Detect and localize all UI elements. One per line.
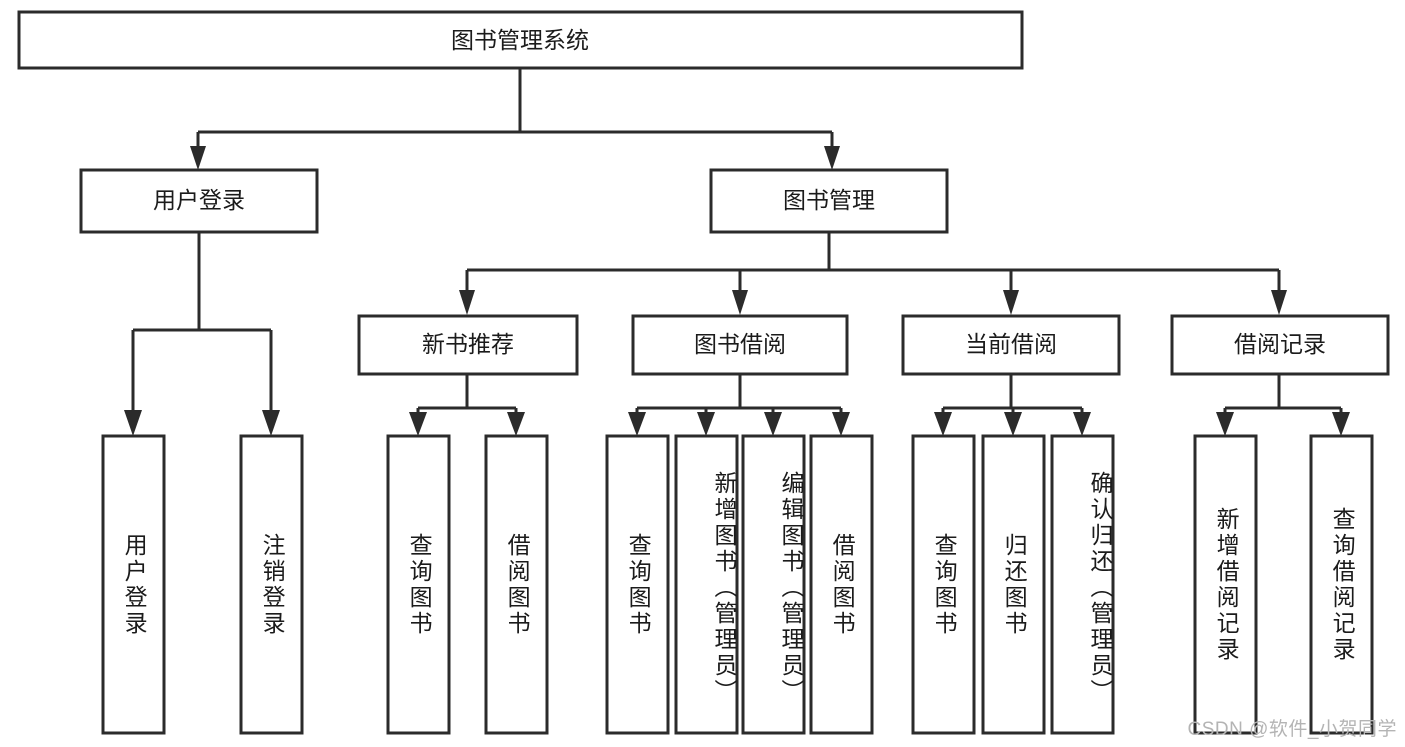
- connector-book-management: [465, 232, 1281, 292]
- node-root-box[interactable]: [17, 10, 1024, 70]
- arrow-head-icon: [934, 412, 952, 436]
- arrow-head-icon: [1271, 290, 1287, 315]
- node-borrow-record[interactable]: 借阅记录: [1170, 314, 1390, 376]
- connector-book-borrow: [635, 375, 843, 414]
- node-leaf-query-book-1-box[interactable]: [386, 434, 451, 735]
- node-leaf-add-book-box[interactable]: [674, 434, 739, 735]
- node-root[interactable]: 图书管理系统: [17, 10, 1024, 70]
- connector-root: [196, 68, 834, 148]
- node-leaf-confirm-return-box[interactable]: [1050, 434, 1115, 735]
- node-leaf-logout-login-box[interactable]: [239, 434, 304, 735]
- connector-current-borrow: [941, 375, 1084, 414]
- node-user-login-label: 用户登录: [153, 187, 245, 213]
- node-user-login-box[interactable]: [79, 168, 319, 234]
- node-borrow-record-label: 借阅记录: [1234, 331, 1326, 357]
- arrow-head-icon: [409, 412, 427, 436]
- arrow-head-icon: [1332, 412, 1350, 436]
- node-current-borrow[interactable]: 当前借阅: [901, 314, 1121, 376]
- node-leaf-query-book-3-box[interactable]: [911, 434, 976, 735]
- connector-user-login: [131, 232, 273, 412]
- arrow-head-icon: [1004, 412, 1022, 436]
- arrow-head-icon: [1003, 290, 1019, 315]
- arrow-head-icon: [628, 412, 646, 436]
- csdn-watermark: CSDN @软件_小贺同学: [1187, 719, 1397, 740]
- connectors-bookborrow-to-leaves: [628, 375, 850, 436]
- node-leaf-user-login-box[interactable]: [101, 434, 166, 735]
- node-book-borrow-box[interactable]: [631, 314, 849, 376]
- arrow-head-icon: [190, 146, 206, 170]
- connector-borrow-record: [1223, 375, 1343, 414]
- node-book-management[interactable]: 图书管理: [709, 168, 949, 234]
- arrow-head-icon: [507, 412, 525, 436]
- node-book-management-box[interactable]: [709, 168, 949, 234]
- arrow-head-icon: [832, 412, 850, 436]
- node-root-label: 图书管理系统: [451, 27, 589, 53]
- arrow-head-icon: [1073, 412, 1091, 436]
- arrow-head-icon: [459, 290, 475, 315]
- node-book-borrow[interactable]: 图书借阅: [631, 314, 849, 376]
- node-leaf-borrow-book-2-box[interactable]: [809, 434, 874, 735]
- node-user-login[interactable]: 用户登录: [79, 168, 319, 234]
- arrow-head-icon: [262, 410, 280, 436]
- connectors-borrowrecord-to-leaves: [1216, 375, 1350, 436]
- arrow-head-icon: [1216, 412, 1234, 436]
- connectors-userlogin-to-leaves: [124, 232, 280, 436]
- arrow-head-icon: [732, 290, 748, 315]
- connectors-root-to-level2: [190, 68, 840, 170]
- node-new-book-recommend-label: 新书推荐: [422, 331, 514, 357]
- node-leaf-edit-book-box[interactable]: [741, 434, 806, 735]
- node-book-borrow-label: 图书借阅: [694, 331, 786, 357]
- connectors-currentborrow-to-leaves: [934, 375, 1091, 436]
- node-book-management-label: 图书管理: [783, 187, 875, 213]
- connectors-newbook-to-leaves: [409, 375, 525, 436]
- node-leaf-query-record-box[interactable]: [1309, 434, 1374, 735]
- node-leaf-borrow-book-1-box[interactable]: [484, 434, 549, 735]
- node-leaf-return-book-box[interactable]: [981, 434, 1046, 735]
- arrow-head-icon: [764, 412, 782, 436]
- arrow-head-icon: [124, 410, 142, 436]
- connectors-bookmgmt-to-level3: [459, 232, 1287, 315]
- node-new-book-recommend-box[interactable]: [357, 314, 579, 376]
- node-current-borrow-label: 当前借阅: [965, 331, 1057, 357]
- node-borrow-record-box[interactable]: [1170, 314, 1390, 376]
- node-current-borrow-box[interactable]: [901, 314, 1121, 376]
- arrow-head-icon: [824, 146, 840, 170]
- node-new-book-recommend[interactable]: 新书推荐: [357, 314, 579, 376]
- node-leaf-add-record-box[interactable]: [1193, 434, 1258, 735]
- connector-new-book-recommend: [416, 375, 518, 414]
- arrow-head-icon: [697, 412, 715, 436]
- node-leaf-query-book-2-box[interactable]: [605, 434, 670, 735]
